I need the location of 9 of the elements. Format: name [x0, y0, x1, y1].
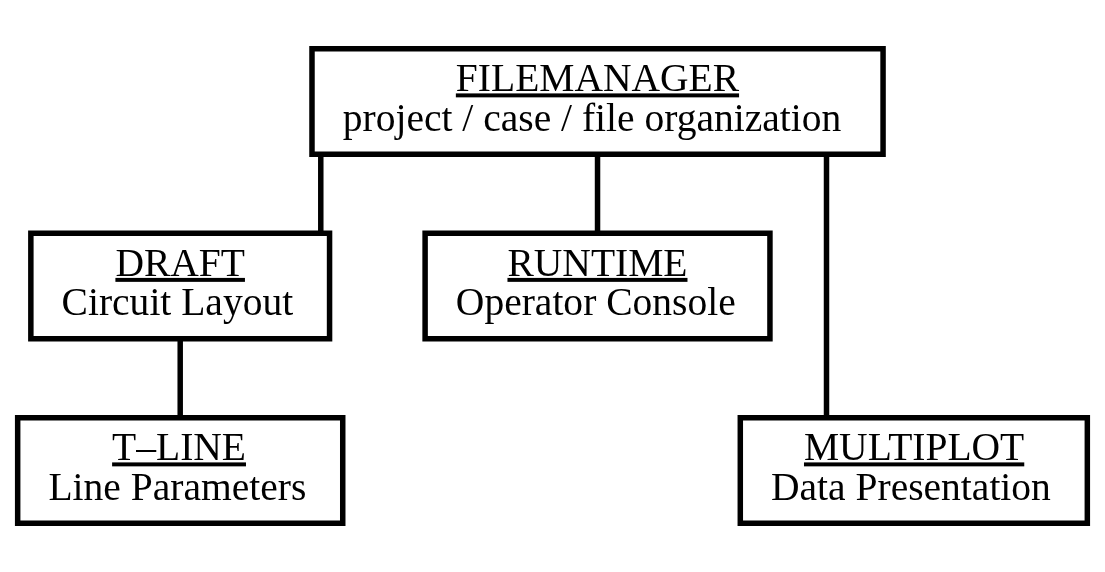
- node-box: MULTIPLOT Data Presentation: [737, 415, 1091, 526]
- node-box: RUNTIME Operator Console: [422, 230, 773, 342]
- node-box: FILEMANAGER project / case / file organization: [309, 46, 886, 157]
- connector: [823, 154, 830, 418]
- connector: [177, 339, 183, 418]
- node-box: DRAFT Circuit Layout: [28, 230, 333, 342]
- connector: [318, 154, 324, 233]
- node-box: T–LINE Line Parameters: [14, 415, 346, 526]
- connector: [594, 154, 601, 233]
